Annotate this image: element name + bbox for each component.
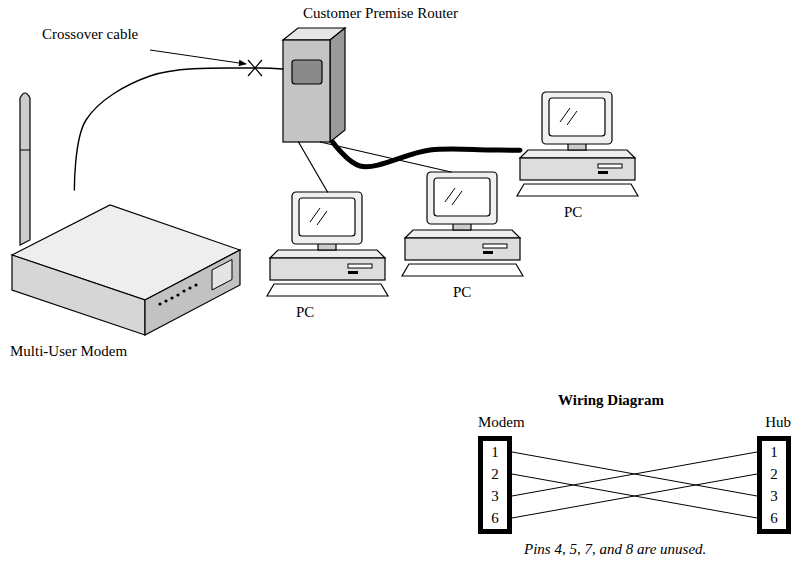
connector-pinout-box: Modem 1 2 3 6 <box>478 414 527 534</box>
device-label: Customer Premise Router <box>303 5 458 22</box>
pin-wire <box>512 452 757 496</box>
pin-number: 1 <box>491 444 499 461</box>
device-label: PC <box>453 284 471 301</box>
device-label: PC <box>296 304 314 321</box>
pin-number: 6 <box>770 510 778 527</box>
pin-note: Pins 4, 5, 7, and 8 are unused. <box>524 541 706 558</box>
pin-number: 2 <box>491 466 499 483</box>
router-node: Customer Premise Router <box>283 28 345 142</box>
pin-wire <box>512 474 757 518</box>
device-label: PC <box>564 204 582 221</box>
pc-node: PC <box>405 172 520 278</box>
network-cable <box>299 142 328 192</box>
pc-drawing <box>267 192 388 296</box>
pin-number: 3 <box>770 488 778 505</box>
pinout-heading: Modem <box>478 414 527 431</box>
router-drawing <box>283 28 345 142</box>
leader-line <box>150 50 246 64</box>
connector-outline: 1 2 3 6 <box>478 436 512 534</box>
pin-number: 1 <box>770 444 778 461</box>
modem-drawing <box>12 93 240 335</box>
pinout-heading: Hub <box>755 414 791 431</box>
pin-number: 6 <box>491 510 499 527</box>
callout-label: Crossover cable <box>42 26 138 43</box>
device-label: Multi-User Modem <box>10 343 127 360</box>
pc-node: PC <box>520 92 635 198</box>
pin-wire <box>512 452 757 496</box>
diagram-title: Wiring Diagram <box>558 392 664 409</box>
connector-outline: 1 2 3 6 <box>757 436 791 534</box>
network-cable <box>320 142 451 172</box>
pc-node: PC <box>270 192 385 298</box>
pin-wire <box>512 474 757 518</box>
network-cable <box>333 142 520 167</box>
connector-pinout-box: Hub 1 2 3 6 <box>755 414 791 534</box>
crossover-cable <box>74 68 283 190</box>
pc-drawing <box>402 172 523 276</box>
modem-node: Multi-User Modem <box>10 190 240 335</box>
pin-number: 3 <box>491 488 499 505</box>
pin-number: 2 <box>770 466 778 483</box>
pc-drawing <box>517 92 638 196</box>
